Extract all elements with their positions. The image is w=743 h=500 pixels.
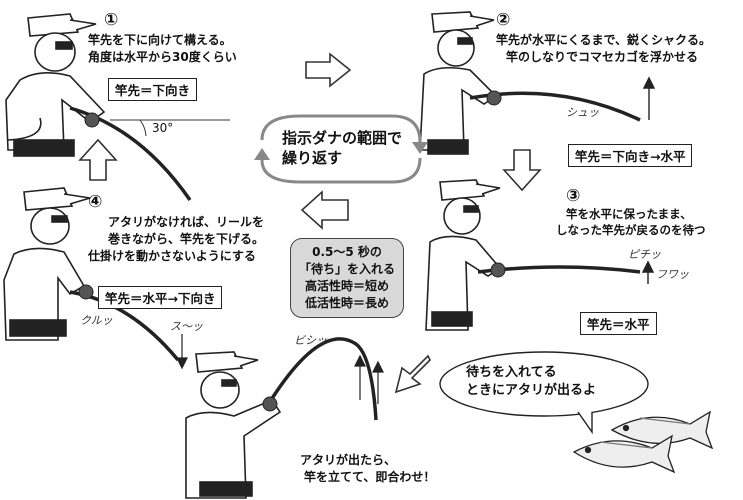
sound-shakuru: シュッ xyxy=(566,104,599,120)
wait-info-box: 0.5～5 秒の 「待ち」を入れる 高活性時＝短め 低活性時＝長め xyxy=(290,238,404,318)
up-arrow-3 xyxy=(643,262,653,284)
wait-line-1: 0.5～5 秒の xyxy=(299,244,395,261)
strike-caption-line-1: アタリが出たら、 xyxy=(300,452,396,469)
sound-kururu: クルッ xyxy=(80,312,113,328)
wait-line-4: 低活性時＝長め xyxy=(299,295,395,312)
step-1-number: ① xyxy=(104,10,118,30)
fishing-rod-5 xyxy=(263,339,376,420)
angler-figure-2 xyxy=(420,12,496,154)
wait-line-2: 「待ち」を入れる xyxy=(299,261,395,278)
flow-arrow-4-to-1 xyxy=(80,140,116,180)
sound-sutto: ス〜ッ xyxy=(170,318,203,334)
step-2-line-2: 竿のしなりでコマセカゴを浮かせる xyxy=(506,49,698,66)
sound-pichi: ピチッ xyxy=(628,246,661,262)
step-4-line-2: 巻きながら、竿先を下げる。 xyxy=(108,231,264,248)
step-4-number: ④ xyxy=(88,192,102,212)
flow-arrow-2-to-3 xyxy=(504,150,540,190)
strike-caption-line-2: 竿を立てて、即合わせ！ xyxy=(304,469,435,486)
step-3-number: ③ xyxy=(566,186,580,206)
speech-bubble-line-1: 待ちを入れてる xyxy=(466,364,557,382)
step-3-badge: 竿先＝水平 xyxy=(580,312,657,335)
up-arrow-2 xyxy=(644,78,654,120)
fishing-rod-3 xyxy=(478,263,640,277)
angle-label: 30° xyxy=(152,120,173,137)
step-1-badge: 竿先＝下向き xyxy=(108,78,197,101)
angler-figure-4 xyxy=(4,188,90,340)
step-1-line-1: 竿先を下に向けて構える。 xyxy=(88,32,232,49)
center-loop-line-1: 指示ダナの範囲で xyxy=(282,128,402,148)
flow-arrow-1-to-2 xyxy=(306,54,350,86)
step-1-line-2: 角度は水平から30度くらい xyxy=(88,49,237,66)
step-2-line-1: 竿先が水平にくるまで、鋭くシャクる。 xyxy=(496,32,711,49)
wait-line-3: 高活性時＝短め xyxy=(299,278,395,295)
step-3-line-2: しなった竿先が戻るのを待つ xyxy=(556,222,706,239)
center-loop-line-2: 繰り返す xyxy=(282,148,342,168)
flow-arrow-to-strike xyxy=(396,356,430,392)
step-4-line-3: 仕掛けを動かさないようにする xyxy=(88,248,256,265)
down-arrow-4 xyxy=(177,334,187,368)
speech-bubble-line-2: ときにアタリが出るよ xyxy=(466,382,596,400)
step-4-badge: 竿先＝水平→下向き xyxy=(98,286,222,309)
step-4-line-1: アタリがなければ、リールを xyxy=(108,214,264,231)
step-2-number: ② xyxy=(496,10,510,30)
flow-arrow-3-to-4 xyxy=(302,192,348,228)
fishing-rod-2 xyxy=(470,91,640,120)
step-3-line-1: 竿を水平に保ったまま、 xyxy=(566,206,692,223)
step-2-badge: 竿先＝下向き→水平 xyxy=(568,144,692,167)
sound-bishi: ビシッ xyxy=(294,332,327,348)
sound-fuwa: フワッ xyxy=(656,266,689,282)
angler-figure-3 xyxy=(426,180,500,330)
angler-figure-5 xyxy=(186,352,280,498)
